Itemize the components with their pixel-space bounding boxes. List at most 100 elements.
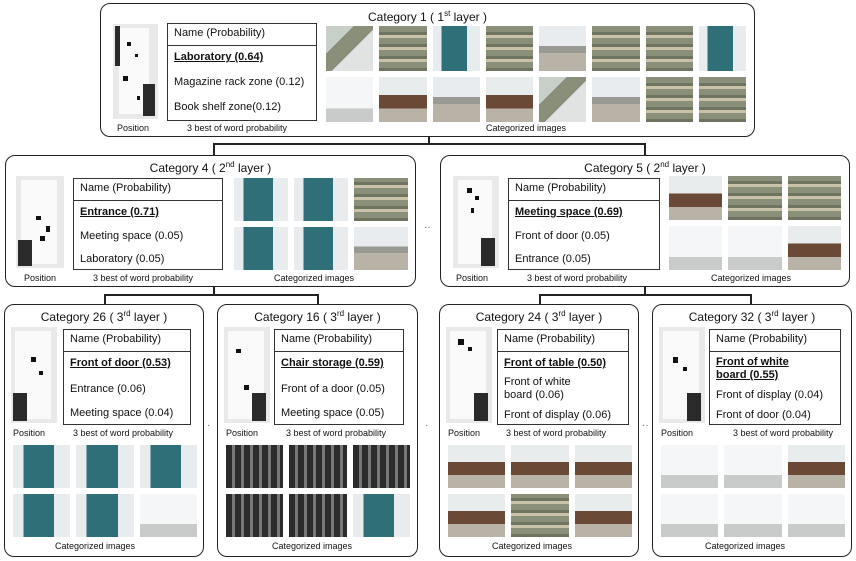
best-words-caption: 3 best of word probability <box>187 123 288 133</box>
categorized-image-thumb <box>787 176 841 220</box>
categorized-image-thumb <box>728 176 782 220</box>
separator-dots: ·· <box>424 222 431 233</box>
categorized-image-thumb <box>379 26 427 71</box>
categorized-image-thumb <box>574 445 632 488</box>
image-grid <box>448 445 632 537</box>
best-word: Front of white board (0.55) <box>716 356 789 381</box>
best-word: Meeting space (0.69) <box>515 206 623 218</box>
prob-header: Name (Probability) <box>80 182 172 194</box>
category-26-title: Category 26 ( 3rd layer ) <box>40 309 168 324</box>
categorized-caption: Categorized images <box>274 273 355 283</box>
categorized-image-thumb <box>226 494 284 537</box>
best-word: Front of table (0.50) <box>504 357 607 369</box>
categorized-image-thumb <box>326 77 374 122</box>
category-16-title: Category 16 ( 3rd layer ) <box>254 309 381 324</box>
position-caption: Position <box>24 273 57 283</box>
word-item: Front of door (0.05) <box>515 230 610 242</box>
categorized-image-thumb <box>139 445 197 488</box>
categorized-image-thumb <box>485 26 533 71</box>
categorized-image-thumb <box>294 227 348 270</box>
connector-cat5-bar <box>539 294 751 296</box>
word-item: Front of a door (0.05) <box>281 383 385 395</box>
position-caption: Position <box>661 428 694 438</box>
categorized-image-thumb <box>326 26 374 71</box>
categorized-image-thumb <box>76 445 134 488</box>
connector-cat5-drop <box>644 143 646 155</box>
position-caption: Position <box>448 428 481 438</box>
position-map <box>659 327 705 423</box>
word-item: Magazine rack zone (0.12) <box>174 76 305 88</box>
connector-cat16-drop <box>317 294 319 304</box>
best-word: Chair storage (0.59) <box>281 357 384 369</box>
connector-cat32-drop <box>750 294 752 304</box>
categorized-image-thumb <box>234 227 288 270</box>
word-probability-table: Name (Probability) Chair storage (0.59) … <box>274 329 404 425</box>
image-grid <box>669 176 841 270</box>
category-5-title: Category 5 ( 2nd layer ) <box>584 160 706 175</box>
categorized-image-thumb <box>139 494 197 537</box>
position-caption: Position <box>226 428 259 438</box>
word-probability-table: Name (Probability) Laboratory (0.64) Mag… <box>167 23 317 121</box>
categorized-image-thumb <box>661 494 719 537</box>
categorized-image-thumb <box>354 178 408 221</box>
category-1-node[interactable]: Category 1 ( 1st layer ) Position Name (… <box>100 3 755 137</box>
categorized-caption: Categorized images <box>272 541 353 551</box>
word-item: Entrance (0.05) <box>515 253 591 265</box>
categorized-image-thumb <box>234 178 288 221</box>
category-4-node[interactable]: Category 4 ( 2nd layer ) Position Name (… <box>5 155 416 287</box>
prob-header: Name (Probability) <box>515 182 607 194</box>
word-probability-table: Name (Probability) Front of door (0.53) … <box>63 329 191 425</box>
categorized-image-thumb <box>354 227 408 270</box>
categorized-image-thumb <box>698 26 746 71</box>
category-24-title: Category 24 ( 3rd layer ) <box>475 309 603 324</box>
word-item: Entrance (0.06) <box>70 383 146 395</box>
best-word: Entrance (0.71) <box>80 206 159 218</box>
image-grid <box>326 26 746 122</box>
categorized-image-thumb <box>448 494 506 537</box>
categorized-image-thumb <box>539 26 587 71</box>
connector-cat4-trunk <box>213 286 215 295</box>
categorized-caption: Categorized images <box>711 273 792 283</box>
separator-dots: · <box>425 420 429 431</box>
category-24-node[interactable]: Category 24 ( 3rd layer ) Position Name … <box>439 304 639 557</box>
categorized-image-thumb <box>432 77 480 122</box>
category-26-node[interactable]: Category 26 ( 3rd layer ) Position Name … <box>4 304 204 557</box>
position-map <box>446 327 492 423</box>
category-5-node[interactable]: Category 5 ( 2nd layer ) Position Name (… <box>440 155 850 287</box>
best-words-caption: 3 best of word probability <box>733 428 834 438</box>
best-words-caption: 3 best of word probability <box>93 273 194 283</box>
categorized-image-thumb <box>13 445 71 488</box>
position-map <box>11 327 57 423</box>
word-item: Front of door (0.04) <box>716 409 811 421</box>
categorized-image-thumb <box>645 26 693 71</box>
prob-header: Name (Probability) <box>504 333 596 345</box>
position-map <box>113 24 158 119</box>
category-32-node[interactable]: Category 32 ( 3rd layer ) Position Name … <box>652 304 852 557</box>
categorized-image-thumb <box>352 494 410 537</box>
word-item: Laboratory (0.05) <box>80 253 165 265</box>
image-grid <box>234 178 408 270</box>
position-caption: Position <box>13 428 46 438</box>
categorized-image-thumb <box>289 494 347 537</box>
word-probability-table: Name (Probability) Front of white board … <box>709 329 841 425</box>
categorized-image-thumb <box>511 445 569 488</box>
categorized-image-thumb <box>485 77 533 122</box>
categorized-image-thumb <box>511 494 569 537</box>
separator-dots: · <box>207 420 211 431</box>
categorized-image-thumb <box>645 77 693 122</box>
categorized-image-thumb <box>76 494 134 537</box>
prob-header: Name (Probability) <box>70 333 162 345</box>
categorized-image-thumb <box>592 26 640 71</box>
connector-cat4-bar <box>104 294 318 296</box>
categorized-image-thumb <box>724 494 782 537</box>
connector-cat4-drop <box>213 143 215 155</box>
word-item: Meeting space (0.04) <box>70 407 174 419</box>
position-map <box>453 176 499 268</box>
category-16-node[interactable]: Category 16 ( 3rd layer ) Position Name … <box>217 304 418 557</box>
position-caption: Position <box>456 273 489 283</box>
prob-header: Name (Probability) <box>716 333 808 345</box>
categorized-image-thumb <box>352 445 410 488</box>
categorized-image-thumb <box>787 494 845 537</box>
word-probability-table: Name (Probability) Front of table (0.50)… <box>497 329 629 425</box>
categorized-image-thumb <box>669 226 723 270</box>
